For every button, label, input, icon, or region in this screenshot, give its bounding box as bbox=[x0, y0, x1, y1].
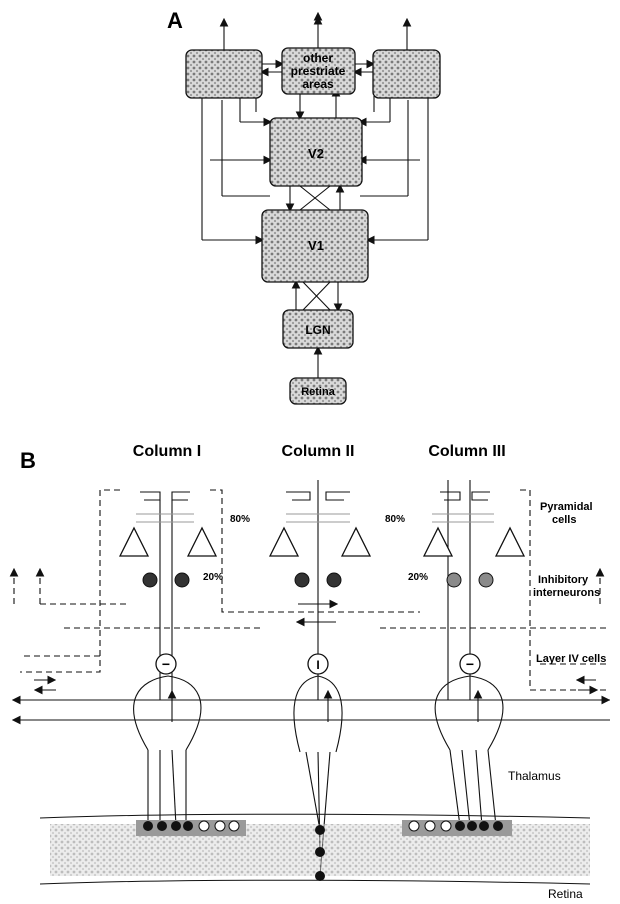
inhibitory-label-2: interneurons bbox=[533, 587, 600, 599]
pyramidal-cell bbox=[494, 526, 526, 557]
retina-label: Retina bbox=[548, 887, 583, 901]
interneuron bbox=[326, 572, 342, 588]
panel-a-arrows bbox=[201, 11, 429, 378]
interneuron bbox=[174, 572, 190, 588]
pyramidal-label-2: cells bbox=[552, 514, 576, 526]
panel-a-letter: A bbox=[167, 8, 183, 33]
v2-box: V2 bbox=[269, 117, 363, 187]
thalamus-label: Thalamus bbox=[508, 769, 561, 783]
panel-b-letter: B bbox=[20, 448, 36, 473]
pyramidal-label-1: Pyramidal bbox=[540, 501, 593, 513]
layer4-cell bbox=[307, 653, 329, 675]
layer4-symbol: − bbox=[466, 656, 474, 672]
interneuron bbox=[478, 572, 494, 588]
percent-left-bottom: 20% bbox=[203, 572, 223, 583]
pyramidal-cell bbox=[186, 526, 218, 557]
column-2-label: Column II bbox=[282, 443, 355, 460]
column-1-label: Column I bbox=[133, 443, 201, 460]
retina-box-label: Retina bbox=[301, 386, 336, 398]
column-wiring bbox=[9, 480, 611, 877]
prestriate-box-right bbox=[372, 49, 441, 99]
retina-cells bbox=[143, 820, 503, 881]
column-3-label: Column III bbox=[428, 443, 505, 460]
layer4-cell bbox=[459, 653, 481, 675]
v1-label: V1 bbox=[308, 238, 324, 253]
percent-left-top: 80% bbox=[230, 514, 250, 525]
layer4-symbol: I bbox=[316, 658, 319, 672]
layer4-cell bbox=[155, 653, 177, 675]
v2-label: V2 bbox=[308, 146, 324, 161]
pyramidal-cell bbox=[422, 526, 454, 557]
interneuron bbox=[142, 572, 158, 588]
prestriate-label-line1: other bbox=[303, 51, 333, 65]
layer4-label: Layer IV cells bbox=[536, 653, 606, 665]
percent-right-top: 80% bbox=[385, 514, 405, 525]
pyramidal-cell bbox=[118, 526, 150, 557]
interneuron bbox=[446, 572, 462, 588]
retina-band bbox=[39, 813, 591, 885]
prestriate-box-left bbox=[185, 49, 263, 99]
pyramidal-cells bbox=[118, 526, 526, 557]
lgn-label: LGN bbox=[305, 323, 330, 337]
pyramidal-cell bbox=[340, 526, 372, 557]
layer4-cells: − I − bbox=[155, 653, 481, 675]
layer4-symbol: − bbox=[162, 656, 170, 672]
inhibitory-interneurons bbox=[142, 572, 494, 588]
prestriate-box-center: other prestriate areas bbox=[281, 47, 356, 95]
v1-box: V1 bbox=[261, 209, 369, 283]
interneuron bbox=[294, 572, 310, 588]
lgn-box: LGN bbox=[282, 309, 354, 349]
percent-right-bottom: 20% bbox=[408, 572, 428, 583]
prestriate-label-line2: prestriate bbox=[291, 64, 346, 78]
inhibitory-label-1: Inhibitory bbox=[538, 574, 589, 586]
pyramidal-cell bbox=[268, 526, 300, 557]
prestriate-label-line3: areas bbox=[302, 77, 334, 91]
retina-box: Retina bbox=[289, 377, 347, 405]
